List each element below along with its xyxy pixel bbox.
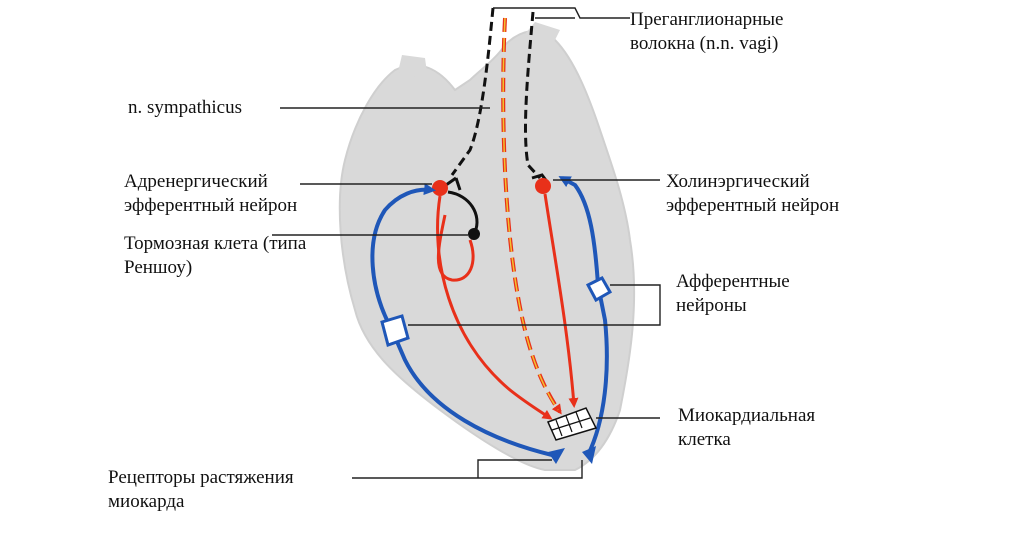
leader-receptors (352, 459, 583, 479)
cholinergic-axon (543, 193, 579, 408)
label-afferent: Афферентные нейроны (676, 271, 790, 316)
preganglionic-fiber-right (523, 11, 542, 180)
label-receptors: Рецепторы растяжения миокарда (108, 467, 294, 512)
myocardial-cell (546, 407, 598, 441)
receptor-ending-right (582, 446, 596, 464)
cholinergic-neuron (535, 178, 551, 194)
leader-lines (272, 7, 661, 479)
label-adrenergic: Адренергический эфферентный нейрон (124, 171, 298, 216)
afferent-body-right (585, 276, 613, 303)
leader-afferent (408, 284, 661, 326)
preganglionic-fiber-left (450, 7, 495, 176)
afferent-body-left (380, 314, 410, 347)
label-inhibitory: Тормозная клета (типа Реншоу) (124, 233, 307, 278)
renshaw-cell (468, 228, 480, 240)
label-cholinergic: Холинэргический эфферентный нейрон (666, 171, 840, 216)
adrenergic-axon (436, 195, 553, 420)
synapse-left (445, 176, 462, 191)
heart-silhouette (338, 30, 636, 471)
renshaw-loop (436, 214, 475, 282)
label-myocardial: Миокардиальная клетка (678, 405, 816, 450)
renshaw-collateral (447, 190, 479, 233)
afferent-path-left (370, 183, 553, 457)
receptor-ending-left (548, 448, 565, 464)
label-sympathicus: n. sympathicus (128, 97, 242, 118)
label-preganglionic: Преганглионарные волокна (n.n. vagi) (630, 9, 784, 54)
sympathetic-fiber-core (502, 17, 559, 411)
vessel-stump-left (398, 55, 428, 80)
leader-preganglionic (493, 7, 630, 19)
adrenergic-neuron (432, 180, 448, 196)
